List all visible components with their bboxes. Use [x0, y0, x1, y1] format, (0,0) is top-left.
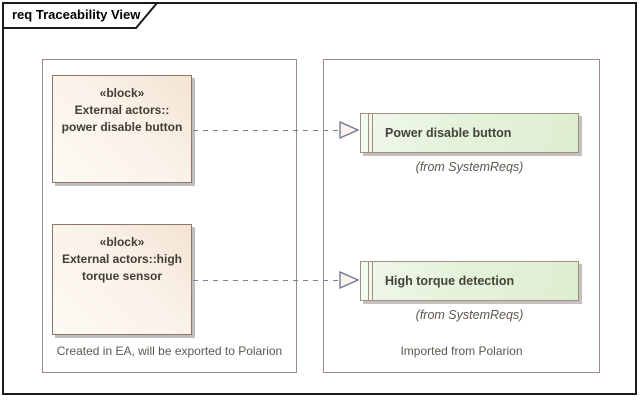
diagram-frame — [2, 2, 637, 395]
trace-connector-power-disable[interactable] — [193, 130, 339, 131]
block-power-disable-button[interactable]: «block» External actors:: power disable … — [52, 75, 192, 183]
realization-arrowhead-icon[interactable] — [339, 121, 359, 139]
block-high-torque-sensor[interactable]: «block» External actors::high torque sen… — [52, 224, 192, 335]
requirement-strip — [361, 114, 368, 152]
block-stereotype: «block» — [99, 86, 145, 100]
block-name-line: torque sensor — [81, 269, 162, 283]
trace-connector-high-torque[interactable] — [193, 280, 339, 281]
container-imported-from-polarion[interactable]: Imported from Polarion — [323, 59, 600, 373]
block-name-line: External actors:: — [74, 103, 170, 117]
block-stereotype: «block» — [99, 235, 145, 249]
left-container-caption: Created in EA, will be exported to Polar… — [56, 344, 283, 358]
requirement-strip — [361, 262, 368, 300]
requirement-high-torque-detection[interactable]: High torque detection — [360, 261, 579, 301]
requirement-source-label: (from SystemReqs) — [415, 308, 524, 322]
requirement-bars-icon — [368, 262, 373, 300]
block-name-line: power disable button — [61, 120, 183, 134]
block-name-line: External actors::high — [61, 252, 183, 266]
requirement-bars-icon — [368, 114, 373, 152]
frame-tab — [2, 2, 160, 29]
requirement-name: High torque detection — [385, 274, 515, 288]
requirement-name: Power disable button — [385, 126, 512, 140]
right-container-caption: Imported from Polarion — [400, 344, 523, 358]
frame-title: req Traceability View — [12, 7, 141, 22]
realization-arrowhead-icon[interactable] — [339, 271, 359, 289]
requirement-power-disable-button[interactable]: Power disable button — [360, 113, 579, 153]
requirement-source-label: (from SystemReqs) — [415, 160, 524, 174]
